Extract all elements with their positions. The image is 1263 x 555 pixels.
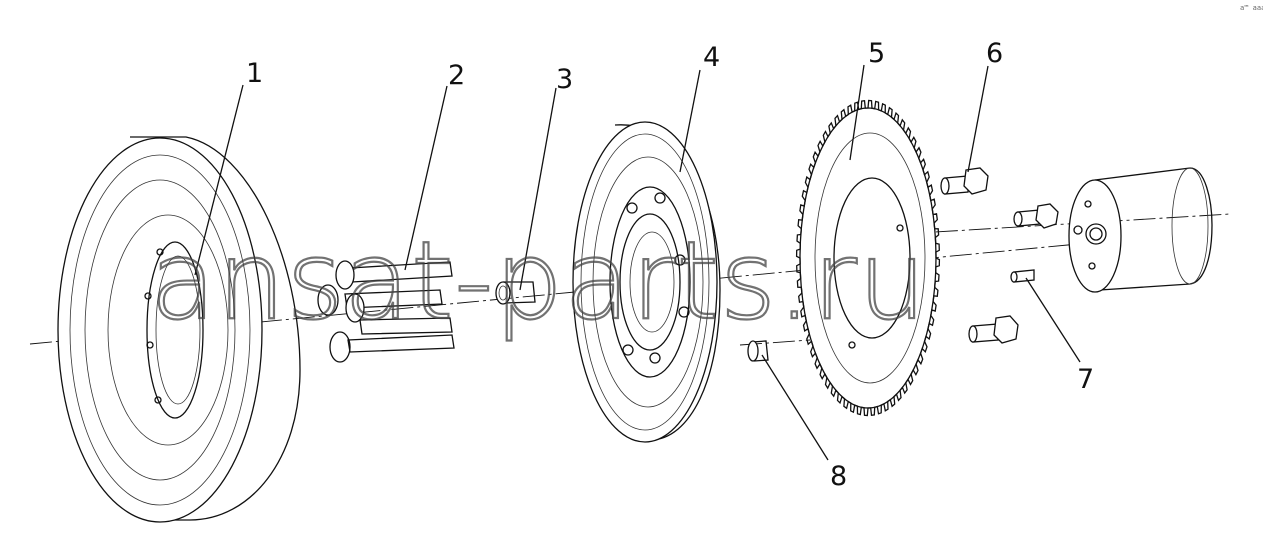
- part-1-damper-wheel: [57, 136, 301, 523]
- leader-line-1: [194, 84, 244, 276]
- part-8-spacer: [747, 340, 769, 362]
- ring-teeth: [795, 99, 941, 417]
- callout-7: 7: [1077, 364, 1094, 395]
- leader-line-2: [404, 85, 448, 271]
- part-2-bolts: [317, 260, 455, 363]
- leader-lines: [194, 64, 1081, 461]
- callout-2: 2: [448, 60, 465, 91]
- part-5-toothed-ring: [795, 99, 941, 417]
- callout-6: 6: [986, 38, 1003, 69]
- callout-3: 3: [556, 64, 573, 95]
- leader-line-3: [519, 87, 557, 291]
- part-4-pulley-hub: [572, 121, 721, 443]
- part-7-pin: [1010, 269, 1035, 283]
- callout-8: 8: [830, 461, 847, 492]
- leader-line-4: [679, 69, 701, 173]
- leader-line-5: [849, 64, 865, 161]
- leader-line-6: [967, 65, 989, 173]
- leader-line-8: [761, 354, 829, 461]
- callout-4: 4: [703, 42, 720, 73]
- watermark-text: ansat-parts.ru: [150, 219, 927, 344]
- callout-5: 5: [868, 38, 885, 69]
- part-3-bushing: [495, 281, 536, 305]
- callout-1: 1: [246, 58, 263, 89]
- corner-mark: a™ aaa: [1240, 4, 1263, 12]
- part-6-flange-bolts: [940, 167, 1059, 344]
- shaft-housing: [1068, 167, 1213, 293]
- leader-line-7: [1025, 277, 1081, 363]
